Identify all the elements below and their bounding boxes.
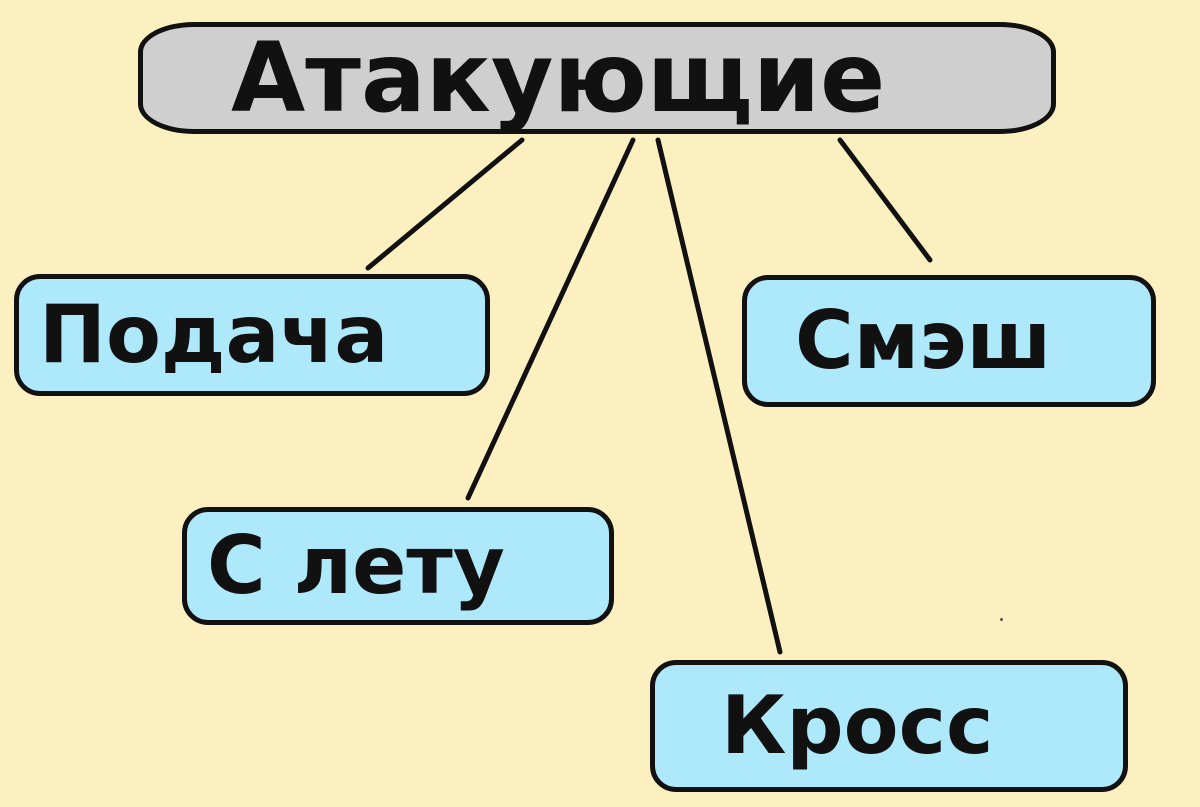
child-node-label: Кросс xyxy=(721,679,994,772)
child-node-label: С лету xyxy=(207,519,505,612)
child-node-serve: Подача xyxy=(14,274,490,396)
child-node-cross: Кросс xyxy=(650,660,1128,792)
connector-volley xyxy=(465,137,636,501)
child-node-label: Подача xyxy=(39,288,389,381)
child-node-label: Смэш xyxy=(795,294,1052,387)
child-node-volley: С лету xyxy=(182,507,614,625)
root-node-label: Атакующие xyxy=(231,22,886,134)
connector-cross xyxy=(655,137,783,655)
background-speck xyxy=(1000,618,1003,621)
child-node-smash: Смэш xyxy=(742,275,1156,407)
connector-serve xyxy=(365,137,525,271)
root-node-attacking: Атакующие xyxy=(138,22,1056,134)
connector-smash xyxy=(837,137,933,263)
